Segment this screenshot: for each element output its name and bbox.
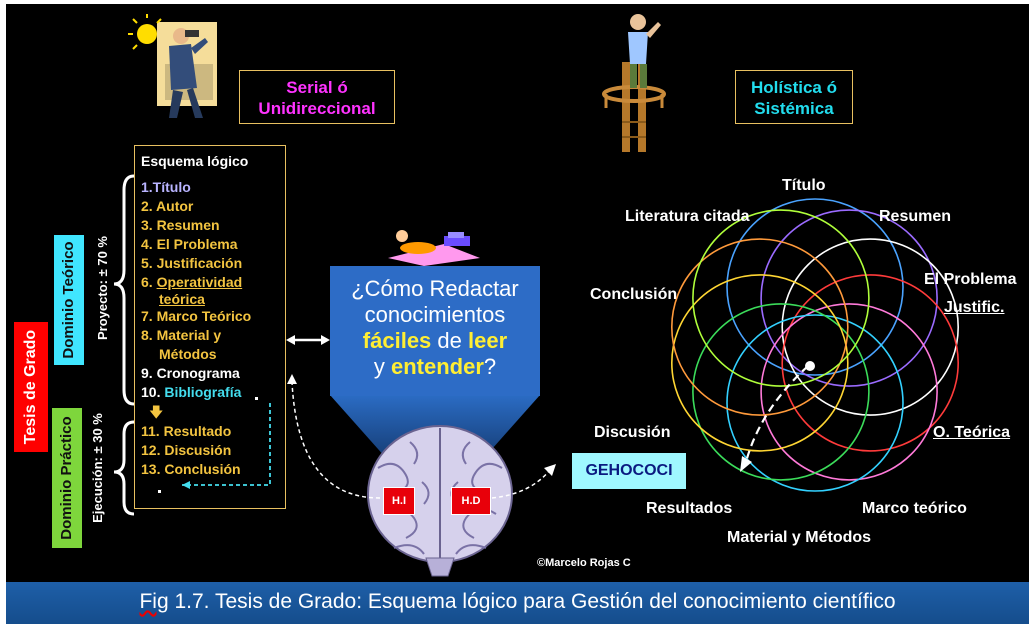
label-problema: El Problema bbox=[924, 271, 1017, 288]
holistic-circles bbox=[671, 198, 959, 492]
question-word-faciles: fáciles bbox=[362, 328, 432, 353]
copyright: ©Marcelo Rojas C bbox=[537, 557, 631, 569]
dominio-practico-label: Dominio Práctico bbox=[58, 416, 75, 540]
holistic-circle bbox=[692, 303, 870, 481]
small-dot-1 bbox=[255, 397, 258, 400]
step-9: 9. Cronograma bbox=[141, 365, 240, 381]
step-6b: teórica bbox=[159, 291, 205, 307]
question-line1: ¿Cómo Redactar bbox=[351, 276, 519, 301]
holistica-line2: Sistémica bbox=[754, 99, 834, 118]
esquema-title: Esquema lógico bbox=[141, 153, 249, 169]
caption-fig: Fig bbox=[139, 590, 169, 613]
tesis-label: Tesis de Grado bbox=[22, 329, 39, 445]
holistic-circle bbox=[671, 238, 849, 416]
label-discusion: Discusión bbox=[594, 424, 671, 441]
dominio-practico-bar bbox=[52, 408, 82, 548]
holistic-circle bbox=[726, 198, 904, 376]
hi-badge: H.I bbox=[383, 487, 415, 515]
binoculars-person-illustration bbox=[128, 14, 217, 118]
caption-bar: Fig 1.7. Tesis de Grado: Esquema lógico … bbox=[6, 582, 1029, 624]
holistic-circle bbox=[781, 238, 959, 416]
gehococi-box: GEHOCOCI bbox=[572, 453, 686, 489]
step-8a: 8. Material y bbox=[141, 327, 222, 343]
question-word-entender: entender bbox=[390, 354, 484, 379]
question-word-de: de bbox=[437, 328, 462, 353]
step-6a: 6. Operatividad bbox=[141, 274, 243, 290]
holistica-line1: Holística ó bbox=[751, 78, 837, 97]
writing-person-illustration bbox=[388, 230, 480, 266]
braces bbox=[113, 174, 135, 516]
holistic-circle bbox=[760, 209, 938, 387]
brain-arrows bbox=[287, 374, 556, 499]
step-4: 4. El Problema bbox=[141, 236, 238, 252]
question-word-leer: leer bbox=[468, 328, 508, 353]
label-material: Material y Métodos bbox=[727, 529, 872, 546]
label-resultados: Resultados bbox=[646, 500, 733, 517]
down-arrow-icon: 🡇 bbox=[149, 404, 164, 420]
question-line2: conocimientos bbox=[364, 302, 506, 327]
label-marco: Marco teórico bbox=[862, 500, 967, 517]
dominio-teorico-label: Dominio Teórico bbox=[60, 241, 77, 359]
double-arrow-icon bbox=[286, 335, 330, 345]
label-resumen: Resumen bbox=[879, 208, 952, 225]
step-1: 1.Título bbox=[141, 179, 191, 195]
label-oteorica: O. Teórica bbox=[933, 424, 1011, 441]
tesis-bar bbox=[14, 322, 48, 452]
holistic-circle bbox=[671, 274, 849, 452]
step-5: 5. Justificación bbox=[141, 255, 243, 271]
step-6-text: Operatividad bbox=[156, 274, 243, 290]
serial-line2: Unidireccional bbox=[258, 99, 376, 118]
caption-text: 1.7. Tesis de Grado: Esquema lógico para… bbox=[168, 590, 896, 613]
label-conclusion: Conclusión bbox=[590, 286, 678, 303]
holistica-box: Holística ó Sistémica bbox=[735, 70, 853, 124]
question-box: ¿Cómo Redactar conocimientos fáciles de … bbox=[330, 266, 540, 396]
esquema-box: Esquema lógico 1.Título 2. Autor 3. Resu… bbox=[134, 145, 286, 509]
step-8b: Métodos bbox=[159, 346, 217, 362]
dominio-teorico-bar bbox=[54, 235, 84, 365]
step-11: 11. Resultado bbox=[141, 423, 232, 439]
label-titulo: Título bbox=[782, 177, 826, 194]
label-literatura: Literatura citada bbox=[625, 208, 750, 225]
hd-badge: H.D bbox=[451, 487, 491, 515]
question-word-y: y bbox=[373, 354, 385, 379]
serial-line1: Serial ó bbox=[286, 78, 348, 97]
feedback-arrow bbox=[182, 403, 271, 489]
holistic-circle bbox=[760, 303, 938, 481]
ejecucion-label: Ejecución: ± 30 % bbox=[90, 413, 105, 523]
caption: Fig 1.7. Tesis de Grado: Esquema lógico … bbox=[6, 590, 1029, 614]
small-dot-2 bbox=[158, 490, 161, 493]
serial-box: Serial ó Unidireccional bbox=[239, 70, 395, 124]
step-7: 7. Marco Teórico bbox=[141, 308, 252, 324]
step-10-text: Bibliografía bbox=[164, 384, 242, 400]
label-justific: Justific. bbox=[944, 299, 1005, 316]
step-12: 12. Discusión bbox=[141, 442, 232, 458]
step-3: 3. Resumen bbox=[141, 217, 220, 233]
question-mark: ? bbox=[483, 354, 497, 379]
holistic-circle bbox=[781, 274, 959, 452]
step-13: 13. Conclusión bbox=[141, 461, 241, 477]
tower-lookout-illustration bbox=[602, 14, 666, 152]
step-10: 10. Bibliografía bbox=[141, 384, 242, 400]
holistic-circle bbox=[726, 314, 904, 492]
brain-illustration bbox=[367, 425, 513, 577]
step-2: 2. Autor bbox=[141, 198, 194, 214]
holistic-circle bbox=[692, 209, 870, 387]
